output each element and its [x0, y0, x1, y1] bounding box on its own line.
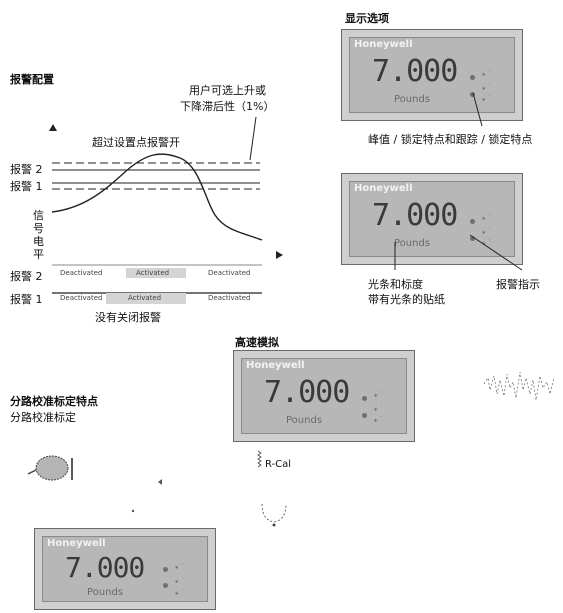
noise-trace [483, 371, 555, 401]
alarm-config-heading: 报警配置 [10, 73, 54, 86]
alarm2-state-1: Deactivated [60, 269, 103, 277]
noise-signal-graphic [483, 371, 555, 401]
alarm-indicator-callout-line [469, 234, 523, 271]
indicator-dot [470, 75, 475, 80]
reading-value: 7.000 [65, 551, 145, 584]
panel-screen: Honeywell 7.000 Pounds ⁎ ˙ ⁎ ˙ ⁎ ˙ [42, 536, 208, 602]
reading-value: 7.000 [264, 375, 350, 410]
indicator-marks: ⁎ ˙ [175, 577, 185, 585]
display-options-heading: 显示选项 [345, 12, 389, 25]
reading-value: 7.000 [372, 54, 458, 89]
indicator-marks: ⁎ ˙ [482, 95, 492, 103]
signal-curve [51, 153, 263, 241]
setpoint-on-label: 超过设置点报警开 [92, 136, 180, 149]
indicator-marks: ⁎ ˙ [482, 70, 492, 78]
alarm1-state-1: Deactivated [60, 294, 103, 302]
indicator-marks: ⁎ ˙ [374, 391, 384, 399]
panel-screen: Honeywell 7.000 Pounds ⁎ ˙ ⁎ ˙ ⁎ ˙ [241, 358, 407, 434]
display-panel-highspeed: Honeywell 7.000 Pounds ⁎ ˙ ⁎ ˙ ⁎ ˙ [233, 350, 415, 442]
indicator-dot [362, 413, 367, 418]
switch-arc [261, 503, 287, 523]
alarm1-row-label: 报警 1 [10, 293, 43, 306]
alarm1-activated-segment [106, 293, 186, 304]
high-speed-heading: 高速模拟 [235, 336, 279, 349]
no-close-alarm-label: 没有关闭报警 [95, 311, 161, 324]
alarm2-state-3: Deactivated [208, 269, 251, 277]
indicator-marks: ⁎ ˙ [175, 589, 185, 597]
hysteresis-label-line1: 用户可选上升或 [189, 84, 266, 97]
alarm1-level-label: 报警 1 [10, 180, 43, 193]
indicator-dot [470, 219, 475, 224]
switch-contact-dot [272, 523, 276, 527]
indicator-dot [163, 567, 168, 572]
indicator-marks: ⁎ ˙ [374, 405, 384, 413]
indicator-marks: ⁎ ˙ [482, 228, 492, 236]
unit-label: Pounds [286, 415, 323, 426]
unit-label: Pounds [394, 238, 431, 249]
alarm2-state-2: Activated [136, 269, 170, 277]
brand-logo: Honeywell [246, 360, 305, 371]
indicator-marks: ⁎ ˙ [482, 84, 492, 92]
brand-logo: Honeywell [47, 538, 106, 549]
brand-logo: Honeywell [354, 183, 413, 194]
alarm2-level-label: 报警 2 [10, 163, 43, 176]
unit-label: Pounds [87, 587, 124, 598]
alarm-indicator-label: 报警指示 [496, 278, 540, 291]
shunt-cal-heading: 分路校准标定特点 [10, 395, 98, 408]
peak-callout-line [472, 92, 483, 127]
alarm2-activated-segment [126, 268, 186, 278]
load-cell-icon [35, 455, 69, 481]
signal-level-axis-label: 信号电平 [33, 209, 44, 261]
bar-label-line2: 带有光条的贴纸 [368, 293, 445, 306]
indicator-marks: ⁎ ˙ [374, 416, 384, 424]
y-axis-arrow-icon [49, 124, 57, 131]
alarm1-state-3: Deactivated [208, 294, 251, 302]
small-arrow-icon [158, 479, 162, 485]
indicator-marks: ⁎ ˙ [482, 239, 492, 247]
hysteresis-pointer [249, 116, 257, 161]
small-dot [131, 509, 135, 513]
unit-label: Pounds [394, 94, 431, 105]
panel-screen: Honeywell 7.000 Pounds ⁎ ˙ ⁎ ˙ ⁎ ˙ [349, 181, 515, 257]
panel-screen: Honeywell 7.000 Pounds ⁎ ˙ ⁎ ˙ ⁎ ˙ [349, 37, 515, 113]
indicator-dot [470, 236, 475, 241]
indicator-dot [362, 396, 367, 401]
alarm1-state-2: Activated [128, 294, 162, 302]
display-panel-peak: Honeywell 7.000 Pounds ⁎ ˙ ⁎ ˙ ⁎ ˙ [341, 29, 523, 121]
shunt-cal-subheading: 分路校准标定 [10, 411, 76, 424]
indicator-marks: ⁎ ˙ [482, 214, 492, 222]
hysteresis-label-line2: 下降滞后性（1%） [180, 100, 275, 113]
rcal-label: R-Cal [265, 459, 292, 470]
reading-value: 7.000 [372, 198, 458, 233]
indicator-dot [163, 583, 168, 588]
display-panel-shunt: Honeywell 7.000 Pounds ⁎ ˙ ⁎ ˙ ⁎ ˙ [34, 528, 216, 610]
resistor-icon [257, 450, 262, 468]
alarm2-row-label: 报警 2 [10, 270, 43, 283]
peak-label: 峰值 / 锁定特点和跟踪 / 锁定特点 [368, 133, 533, 146]
x-axis-arrow-icon [276, 251, 283, 259]
indicator-marks: ⁎ ˙ [175, 563, 185, 571]
brand-logo: Honeywell [354, 39, 413, 50]
load-cell-lead [27, 469, 37, 475]
indicator-dot [470, 92, 475, 97]
bar-label-line1: 光条和标度 [368, 278, 423, 291]
